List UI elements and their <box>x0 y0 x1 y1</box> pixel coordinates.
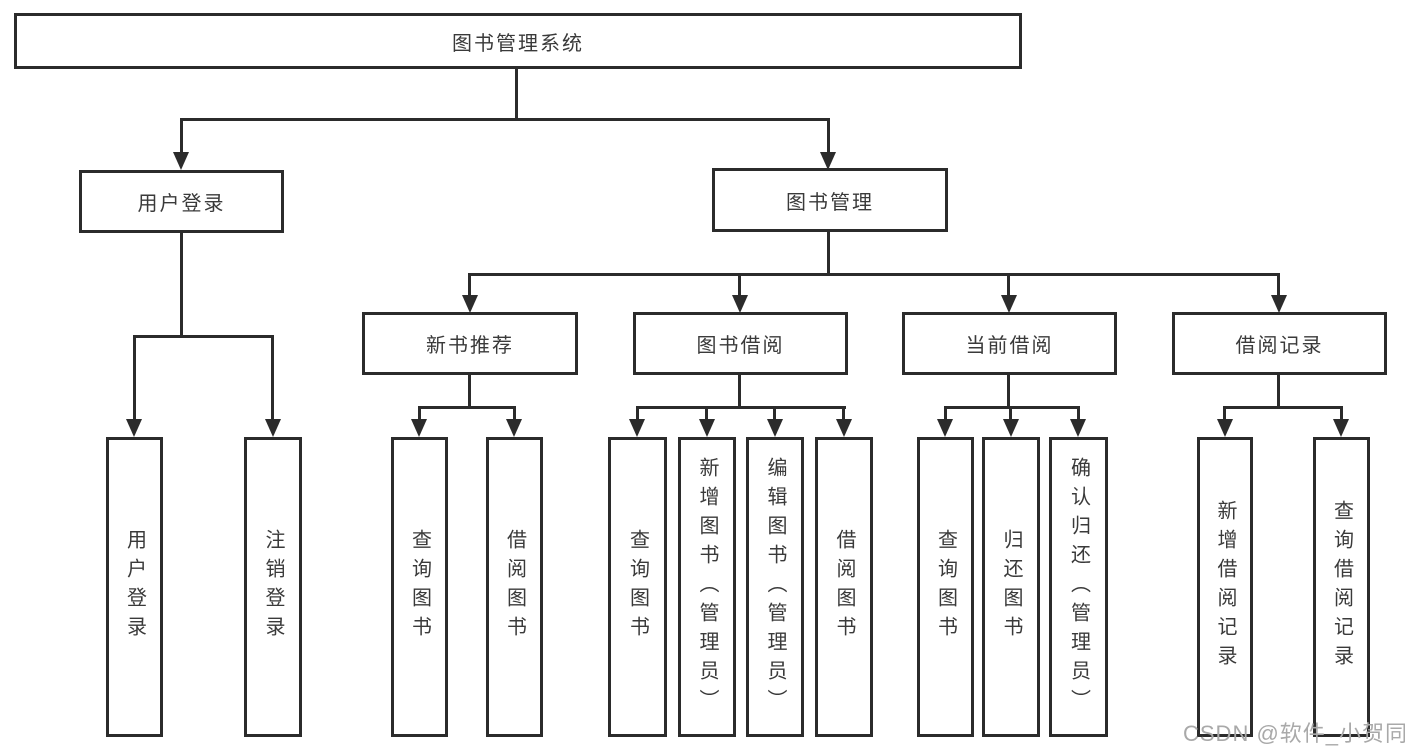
connector-line <box>773 406 776 419</box>
node-new-book-recommend: 新书推荐 <box>362 312 578 375</box>
leaf-current-confirm-return-admin: 确认归还（管理员） <box>1049 437 1108 737</box>
arrow-down-icon <box>1003 419 1019 437</box>
arrow-down-icon <box>1217 419 1233 437</box>
arrow-down-icon <box>937 419 953 437</box>
leaf-record-add: 新增借阅记录 <box>1197 437 1253 737</box>
arrow-down-icon <box>699 419 715 437</box>
connector-line <box>180 233 183 335</box>
arrow-down-icon <box>767 419 783 437</box>
arrow-down-icon <box>126 419 142 437</box>
leaf-logout: 注销登录 <box>244 437 302 737</box>
leaf-borrow-add-book-admin: 新增图书（管理员） <box>678 437 736 737</box>
leaf-record-query: 查询借阅记录 <box>1313 437 1370 737</box>
arrow-down-icon <box>462 295 478 313</box>
connector-line <box>468 375 471 406</box>
leaf-borrow-query-book: 查询图书 <box>608 437 667 737</box>
arrow-down-icon <box>173 152 189 170</box>
connector-line <box>944 406 947 419</box>
arrow-down-icon <box>1271 295 1287 313</box>
arrow-down-icon <box>506 419 522 437</box>
connector-line <box>418 406 516 409</box>
connector-line <box>271 335 274 419</box>
arrow-down-icon <box>836 419 852 437</box>
leaf-borrow-borrow-book: 借阅图书 <box>815 437 873 737</box>
connector-line <box>418 406 421 419</box>
connector-line <box>1277 375 1280 406</box>
connector-line <box>515 69 518 118</box>
connector-line <box>180 118 183 152</box>
connector-line <box>827 232 830 273</box>
connector-line <box>1007 273 1010 295</box>
node-user-login: 用户登录 <box>79 170 284 233</box>
csdn-watermark: CSDN @软件_小贺同学 <box>1183 721 1405 746</box>
connector-line <box>636 406 846 409</box>
connector-line <box>636 406 639 419</box>
connector-line <box>513 406 516 419</box>
node-current-borrow: 当前借阅 <box>902 312 1117 375</box>
connector-line <box>842 406 845 419</box>
connector-line <box>705 406 708 419</box>
connector-line <box>1223 406 1343 409</box>
node-book-borrow: 图书借阅 <box>633 312 848 375</box>
arrow-down-icon <box>411 419 427 437</box>
arrow-down-icon <box>1001 295 1017 313</box>
connector-line <box>738 273 741 295</box>
connector-line <box>1077 406 1080 419</box>
connector-line <box>1223 406 1226 419</box>
leaf-user-login: 用户登录 <box>106 437 163 737</box>
leaf-current-return-book: 归还图书 <box>982 437 1040 737</box>
connector-line <box>827 118 830 152</box>
connector-line <box>133 335 274 338</box>
node-borrow-record: 借阅记录 <box>1172 312 1387 375</box>
connector-line <box>1009 406 1012 419</box>
arrow-down-icon <box>1070 419 1086 437</box>
connector-line <box>1007 375 1010 406</box>
leaf-borrow-edit-book-admin: 编辑图书（管理员） <box>746 437 804 737</box>
connector-line <box>1340 406 1343 419</box>
connector-line <box>468 273 1280 276</box>
arrow-down-icon <box>820 152 836 170</box>
connector-line <box>180 118 830 121</box>
node-book-management: 图书管理 <box>712 168 948 232</box>
connector-line <box>1277 273 1280 295</box>
connector-line <box>468 273 471 295</box>
arrow-down-icon <box>629 419 645 437</box>
leaf-current-query-book: 查询图书 <box>917 437 974 737</box>
node-root-library-system: 图书管理系统 <box>14 13 1022 69</box>
arrow-down-icon <box>732 295 748 313</box>
connector-line <box>738 375 741 406</box>
leaf-recommend-borrow-book: 借阅图书 <box>486 437 543 737</box>
connector-line <box>944 406 1080 409</box>
arrow-down-icon <box>1333 419 1349 437</box>
arrow-down-icon <box>265 419 281 437</box>
leaf-recommend-query-book: 查询图书 <box>391 437 448 737</box>
connector-line <box>133 335 136 419</box>
